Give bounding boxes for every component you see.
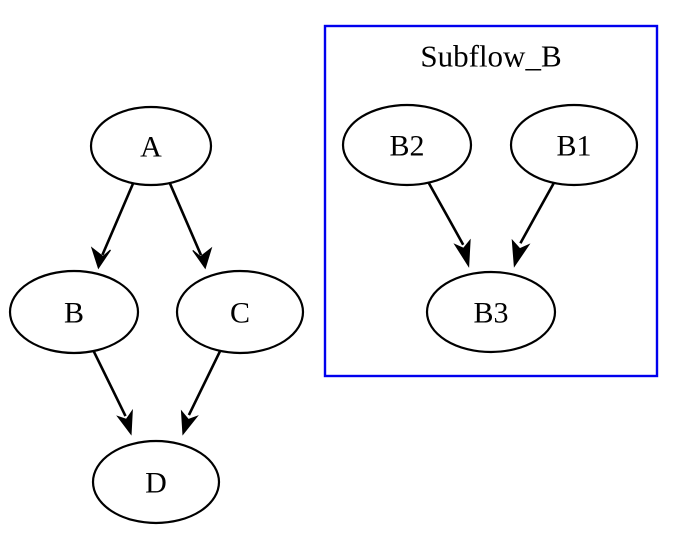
node-b1[interactable]: B1 bbox=[509, 103, 639, 187]
node-b-shape[interactable] bbox=[8, 269, 140, 355]
edge-layer bbox=[90, 180, 556, 436]
node-b3[interactable]: B3 bbox=[425, 270, 557, 354]
node-b3-shape[interactable] bbox=[425, 270, 557, 354]
edge-b1-b3-arrowhead bbox=[511, 238, 531, 268]
edge-b-d-arrowhead bbox=[116, 408, 133, 436]
edge-b2-b3-line bbox=[426, 180, 465, 246]
node-d-shape[interactable] bbox=[91, 439, 221, 525]
edge-a-b-line bbox=[101, 181, 135, 256]
node-b1-label: B1 bbox=[556, 130, 591, 163]
node-b3-label: B3 bbox=[473, 297, 508, 330]
node-c-shape[interactable] bbox=[175, 269, 305, 355]
edge-b1-b3-line bbox=[519, 180, 556, 244]
node-d[interactable]: D bbox=[91, 439, 221, 525]
edge-a-c[interactable] bbox=[168, 181, 213, 270]
cluster-subflow-b-label: Subflow_B bbox=[420, 39, 561, 74]
node-a-shape[interactable] bbox=[89, 105, 213, 187]
edge-c-d[interactable] bbox=[180, 349, 222, 436]
edge-c-d-arrowhead bbox=[180, 409, 199, 436]
node-d-label: D bbox=[145, 467, 167, 500]
edge-a-c-arrowhead bbox=[192, 246, 213, 270]
node-c[interactable]: C bbox=[175, 269, 305, 355]
edge-a-b-arrowhead bbox=[90, 246, 111, 270]
edge-b2-b3-arrowhead bbox=[453, 238, 471, 268]
node-b-label: B bbox=[64, 297, 84, 330]
edge-b-d-line bbox=[91, 349, 127, 417]
node-b2-shape[interactable] bbox=[341, 103, 473, 187]
edge-a-b[interactable] bbox=[90, 181, 135, 270]
node-b[interactable]: B bbox=[8, 269, 140, 355]
edge-b-d[interactable] bbox=[91, 349, 133, 436]
edge-a-c-line bbox=[168, 181, 203, 256]
node-b1-shape[interactable] bbox=[509, 103, 639, 187]
node-layer: A B C D B2 B1 B3 bbox=[8, 103, 639, 525]
edge-b2-b3[interactable] bbox=[426, 180, 471, 268]
cluster-subflow-b[interactable]: Subflow_B bbox=[323, 24, 659, 378]
node-a[interactable]: A bbox=[89, 105, 213, 187]
node-b2[interactable]: B2 bbox=[341, 103, 473, 187]
edge-c-d-line bbox=[187, 349, 222, 416]
cluster-subflow-b-border[interactable] bbox=[323, 24, 659, 378]
node-b2-label: B2 bbox=[389, 130, 424, 163]
node-c-label: C bbox=[230, 297, 250, 330]
node-a-label: A bbox=[140, 131, 162, 164]
edge-b1-b3[interactable] bbox=[511, 180, 556, 268]
